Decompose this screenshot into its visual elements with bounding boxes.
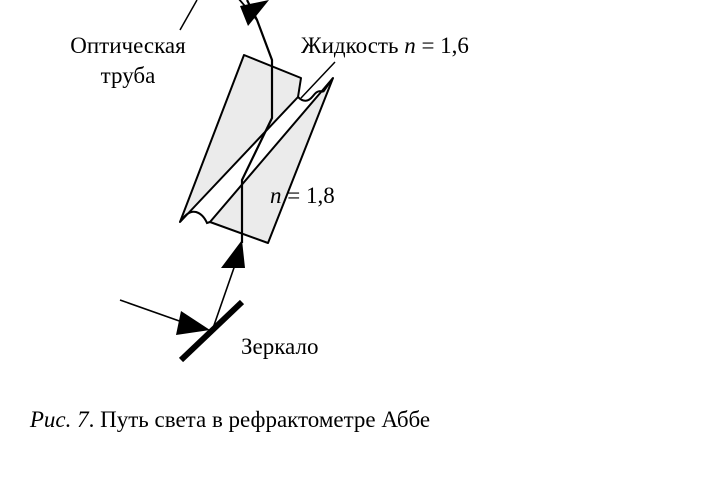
reflected-ray	[211, 261, 237, 332]
mirror	[178, 299, 245, 363]
reflected-arrowhead	[221, 240, 245, 268]
optical-tube-label-line1: Оптическая	[70, 33, 186, 58]
caption-prefix: Рис. 7	[29, 407, 89, 432]
prism-n-value: = 1,8	[281, 183, 335, 208]
liquid-layer-line	[322, 77, 334, 93]
figure-caption: Рис. 7. Путь света в рефрактометре Аббе	[25, 404, 435, 436]
exit-arrowhead	[240, 0, 269, 26]
tube-pointer-line	[179, 0, 198, 31]
liquid-n-value: = 1,6	[415, 33, 469, 58]
caption-text: . Путь света в рефрактометре Аббе	[88, 407, 431, 432]
prism-index-label: n = 1,8	[270, 181, 335, 211]
liquid-pointer-line	[300, 61, 336, 99]
liquid-label-text: Жидкость	[301, 33, 399, 58]
optical-tube-label: Оптическая труба	[58, 31, 198, 91]
mirror-label: Зеркало	[241, 334, 319, 359]
liquid-layer-lower-edge	[179, 210, 211, 225]
prism-n-symbol: n	[270, 183, 282, 208]
liquid-label: Жидкость n = 1,6	[301, 31, 469, 61]
incoming-ray	[119, 299, 186, 324]
optical-tube-label-line2: труба	[100, 63, 156, 88]
lower-prism	[209, 77, 334, 244]
incoming-arrowhead	[176, 311, 210, 335]
liquid-layer-upper-edge	[297, 90, 324, 102]
liquid-n-symbol: n	[404, 33, 416, 58]
